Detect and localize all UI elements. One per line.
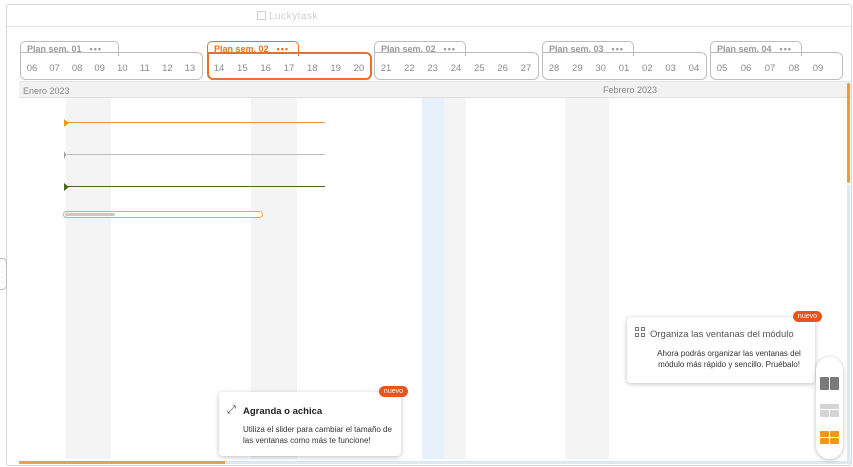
grid-icon	[635, 327, 645, 337]
task-bar[interactable]	[64, 151, 325, 159]
day-label: 01	[618, 63, 630, 74]
layout-two-columns-icon[interactable]	[820, 377, 839, 390]
horizontal-scrollbar-track[interactable]	[225, 461, 851, 464]
month-label: Febrero 2023	[603, 85, 658, 95]
day-label: 26	[497, 63, 508, 74]
weekend-column	[66, 81, 111, 459]
day-label: 05	[716, 63, 728, 74]
day-label: 07	[764, 63, 776, 74]
day-label: 13	[184, 63, 196, 74]
task-progress-bar[interactable]	[63, 211, 263, 218]
day-label: 14	[213, 63, 225, 74]
plan-days: 21 22 23 24 25 26 27	[374, 63, 539, 74]
day-label: 02	[642, 63, 653, 74]
day-label: 06	[740, 63, 752, 74]
vertical-scrollbar-thumb[interactable]	[847, 83, 850, 183]
plan-days: 14 15 16 17 18 19 20	[207, 63, 372, 74]
plan-days: 28 29 30 01 02 03 04	[542, 63, 707, 74]
day-label: 17	[283, 63, 295, 74]
horizontal-scrollbar-thumb[interactable]	[19, 461, 225, 464]
day-label: 09	[812, 63, 824, 74]
day-label: 18	[307, 63, 318, 74]
weekend-column	[565, 81, 609, 459]
more-icon[interactable]: •••	[443, 44, 456, 54]
day-label: 25	[474, 63, 485, 74]
plan-body	[542, 52, 707, 80]
new-badge: nuevo	[378, 386, 408, 397]
day-label: 07	[49, 63, 60, 74]
plan-body	[710, 52, 843, 80]
weekend-column	[444, 81, 466, 459]
plan-body	[207, 52, 372, 80]
day-label: 15	[237, 63, 248, 74]
tip-card-organize: nuevo Organiza las ventanas del módulo A…	[627, 311, 822, 383]
vertical-scrollbar-track[interactable]	[847, 185, 850, 463]
layout-selector	[816, 357, 843, 459]
day-label: 10	[116, 63, 128, 74]
day-label: 16	[260, 63, 271, 74]
month-bar: Enero 2023 Febrero 2023	[19, 81, 851, 98]
day-label: 04	[688, 63, 700, 74]
task-bar[interactable]	[64, 119, 325, 127]
layout-stacked-icon[interactable]	[820, 404, 839, 417]
more-icon[interactable]: •••	[276, 44, 289, 54]
tip-title: Agranda o achica	[243, 406, 323, 417]
task-flag-icon	[64, 151, 66, 159]
day-label: 28	[548, 63, 560, 74]
day-label: 24	[450, 63, 462, 74]
task-flag-icon	[64, 183, 69, 191]
day-label: 11	[139, 63, 150, 74]
today-column	[422, 81, 444, 459]
day-label: 29	[572, 63, 583, 74]
day-label: 03	[665, 63, 676, 74]
month-label: Enero 2023	[23, 86, 70, 96]
plan-body	[20, 52, 203, 80]
day-label: 12	[162, 63, 173, 74]
tip-card-resize: nuevo ⤢ Agranda o achica Utiliza el slid…	[219, 386, 408, 456]
tip-title: Organiza las ventanas del módulo	[650, 329, 794, 340]
progress-fill	[65, 213, 115, 216]
tip-text: Ahora podrás organizar las ventanas del …	[657, 349, 801, 369]
layout-grid-icon[interactable]	[820, 431, 839, 444]
plan-days: 05 06 07 08 09	[710, 63, 843, 74]
more-icon[interactable]: •••	[611, 44, 624, 54]
app-logo: Luckytask	[257, 11, 318, 22]
day-label: 20	[353, 63, 365, 74]
more-icon[interactable]: •••	[89, 44, 102, 54]
expand-icon: ⤢	[227, 404, 236, 416]
more-icon[interactable]: •••	[779, 44, 792, 54]
day-label: 19	[330, 63, 341, 74]
day-label: 09	[94, 63, 105, 74]
day-label: 06	[26, 63, 38, 74]
day-label: 21	[380, 63, 392, 74]
day-label: 22	[404, 63, 415, 74]
task-flag-icon	[64, 119, 69, 127]
new-badge: nuevo	[792, 311, 822, 322]
tip-text: Utiliza el slider para cambiar el tamaño…	[243, 425, 392, 445]
side-drag-handle[interactable]: ····	[0, 258, 7, 290]
day-label: 08	[788, 63, 800, 74]
header-divider	[7, 26, 851, 27]
day-label: 30	[595, 63, 606, 74]
day-label: 08	[71, 63, 83, 74]
plan-body	[374, 52, 539, 80]
task-bar[interactable]	[64, 183, 325, 191]
plan-days: 06 07 08 09 10 11 12 13	[20, 63, 203, 74]
day-label: 27	[520, 63, 532, 74]
day-label: 23	[427, 63, 438, 74]
